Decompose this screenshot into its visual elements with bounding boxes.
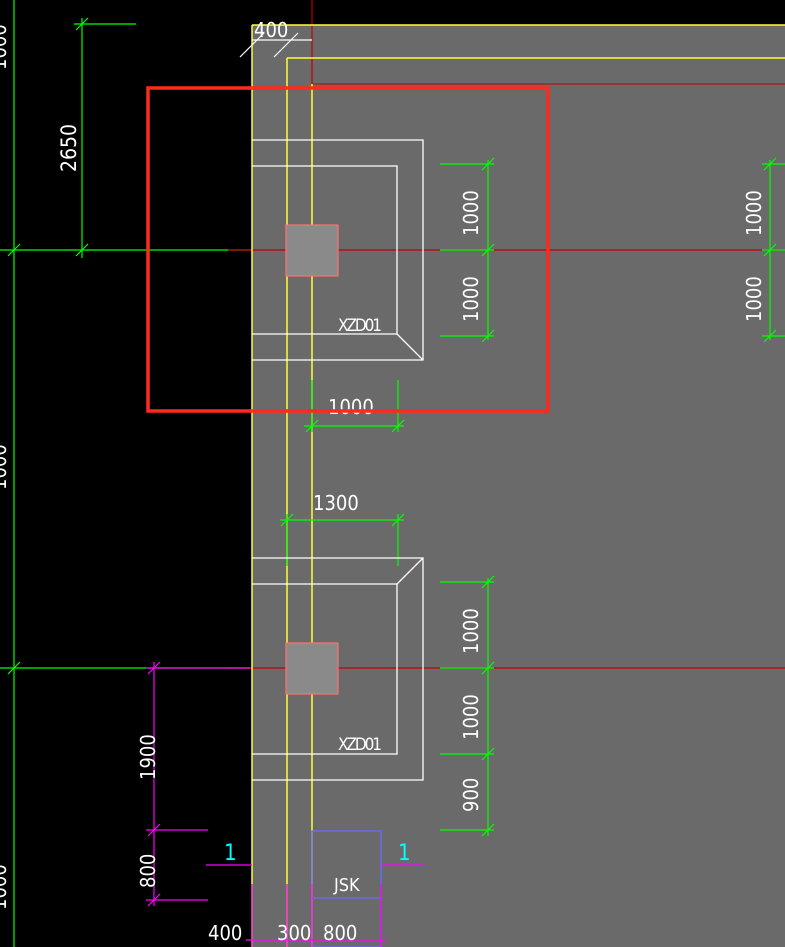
edge-dim-mid: 1000 — [0, 444, 11, 490]
section-mark-left-label: 1 — [224, 841, 237, 866]
cap1-width-dimension-lines — [304, 380, 405, 433]
pile-cap-2-label: XZD01 — [338, 735, 382, 755]
cap1-upper-dim-label: 1000 — [459, 190, 483, 236]
slab-area — [252, 25, 785, 947]
column-1 — [285, 224, 339, 277]
dimension-2650-lines — [74, 17, 136, 258]
dimension-400-top-label: 400 — [254, 18, 288, 42]
edge-dim-bottom: 1000 — [0, 864, 11, 910]
cap2-dimension-lines — [440, 575, 495, 837]
cap1-lower-dim-label: 1000 — [459, 276, 483, 322]
slab-boundary-lines — [251, 24, 785, 947]
right-dimension-lines — [762, 157, 785, 343]
cap2-lower-dim-label: 900 — [459, 778, 483, 812]
pile-cap-2 — [252, 557, 424, 781]
selection-highlight-box[interactable] — [146, 86, 550, 413]
right-upper-dim-label: 1000 — [742, 190, 766, 236]
cap2-width-dim-label: 1300 — [313, 491, 359, 515]
bottom-dimension-lines — [246, 884, 387, 947]
cap1-width-dim-label: 1000 — [328, 395, 374, 419]
cap2-upper-dim-label: 1000 — [459, 608, 483, 654]
bottom-300-label: 300 — [277, 921, 311, 945]
bottom-400-label: 400 — [208, 921, 242, 945]
column-2 — [285, 642, 339, 695]
cap1-dimension-lines — [440, 157, 495, 343]
jsk-pit-label: JSK — [333, 875, 360, 896]
edge-dim-top: 1000 — [0, 24, 11, 70]
magenta-1900-label: 1900 — [136, 734, 160, 780]
bottom-800-label: 800 — [323, 921, 357, 945]
dimension-2650-label: 2650 — [57, 124, 81, 172]
pile-cap-1 — [252, 139, 424, 361]
pile-cap-1-label: XZD01 — [338, 316, 382, 336]
magenta-800-label: 800 — [136, 854, 160, 888]
magenta-dimension-lines — [146, 661, 250, 907]
section-mark-right-label: 1 — [398, 841, 411, 866]
cap2-width-dimension-lines — [280, 513, 405, 566]
dimension-400-top-lines — [239, 32, 312, 58]
cap2-middle-dim-label: 1000 — [459, 694, 483, 740]
right-lower-dim-label: 1000 — [742, 276, 766, 322]
